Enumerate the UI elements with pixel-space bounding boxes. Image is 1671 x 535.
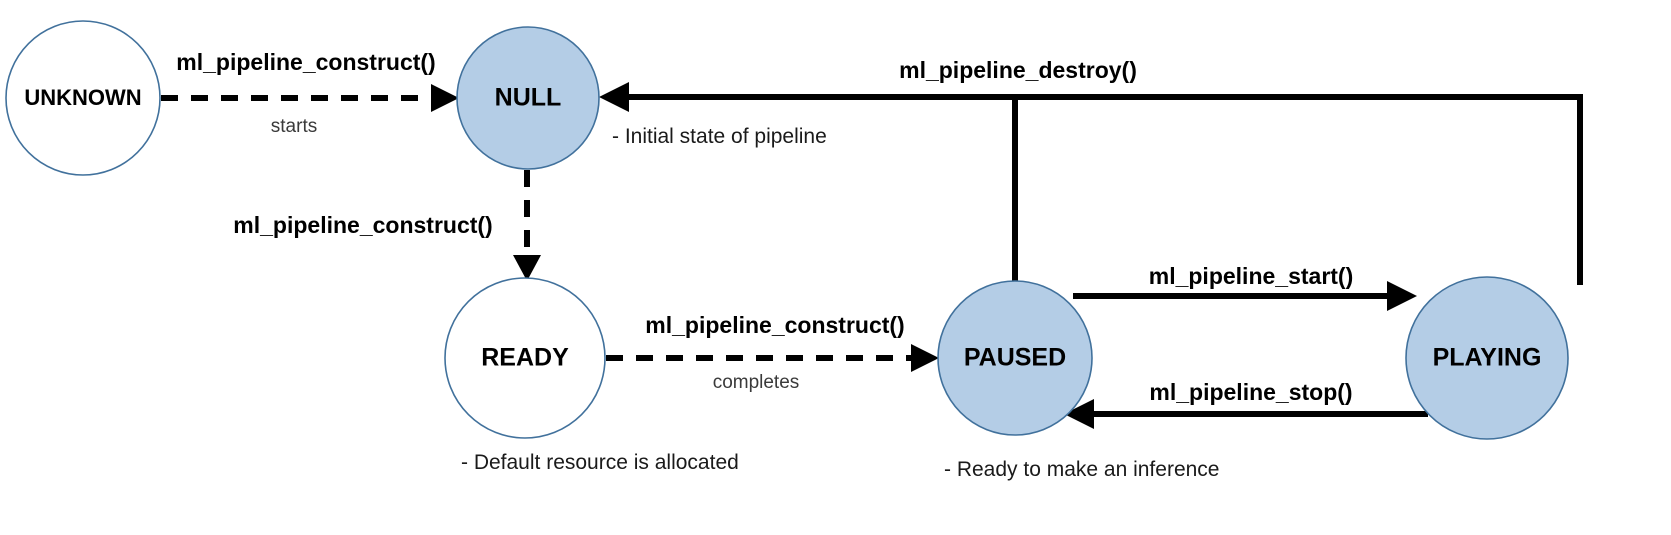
annotation-null-note: - Initial state of pipeline [612,125,827,148]
edge-sublabel-ready-to-paused: completes [713,372,800,393]
edge-label-unknown-to-null: ml_pipeline_construct() [176,49,435,75]
node-label: NULL [495,84,562,112]
node-shape [444,277,606,439]
edge-sublabel-unknown-to-null: starts [271,116,317,137]
edge-label-playing-to-paused: ml_pipeline_stop() [1149,379,1352,405]
edge-ready-to-paused [606,344,939,372]
arrow-head-icon [1064,399,1094,429]
node-shape [937,280,1093,436]
node-label: PLAYING [1433,344,1542,372]
node-label: READY [481,344,569,372]
state-node-paused[interactable]: PAUSED [937,280,1093,436]
state-node-ready[interactable]: READY [444,277,606,439]
edge-label-paused-to-playing: ml_pipeline_start() [1149,263,1354,289]
edge-label-null-to-ready: ml_pipeline_construct() [233,212,492,238]
edge-label-ready-to-paused: ml_pipeline_construct() [645,312,904,338]
node-label: PAUSED [964,344,1066,372]
arrow-head-icon [1387,281,1417,311]
annotation-ready-note: - Default resource is allocated [461,451,739,474]
arrow-head-icon [911,344,939,372]
arrow-head-icon [599,82,629,112]
node-shape [5,20,161,176]
state-node-null[interactable]: NULL [456,26,600,170]
edge-label-destroy-to-null: ml_pipeline_destroy() [899,57,1137,83]
arrow-head-icon [431,84,459,112]
annotation-paused-note: - Ready to make an inference [944,458,1219,481]
node-shape [1405,276,1569,440]
edge-destroy-to-null [599,82,1583,285]
state-node-unknown[interactable]: UNKNOWN [5,20,161,176]
edge-playing-to-paused [1064,399,1428,429]
edge-unknown-to-null [161,84,459,112]
edge-null-to-ready [513,170,541,281]
state-node-playing[interactable]: PLAYING [1405,276,1569,440]
arrow-head-icon [513,255,541,281]
node-label: UNKNOWN [24,85,141,110]
node-shape [456,26,600,170]
edge-paused-to-playing [1073,281,1417,311]
